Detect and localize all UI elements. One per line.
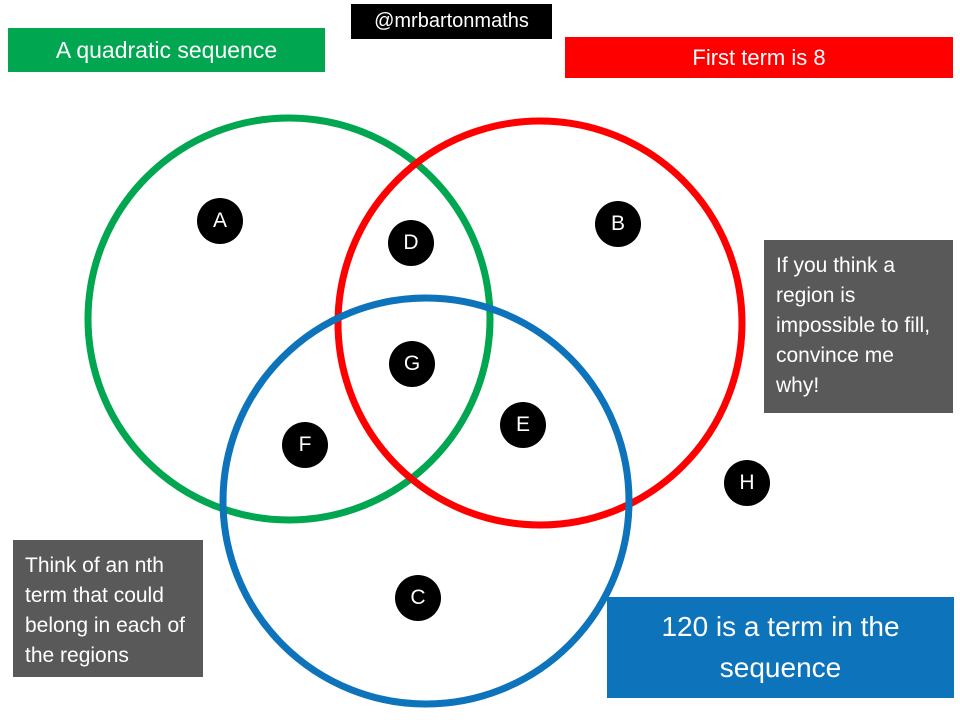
region-marker-c: C bbox=[395, 575, 441, 621]
region-marker-g: G bbox=[389, 341, 435, 387]
author-handle-text: @mrbartonmaths bbox=[374, 10, 529, 32]
nth-term-note: Think of an nth term that could belong i… bbox=[13, 540, 203, 677]
region-label-c: C bbox=[410, 586, 426, 609]
author-handle: @mrbartonmaths bbox=[351, 4, 552, 39]
region-label-a: A bbox=[212, 209, 227, 232]
region-marker-f: F bbox=[282, 422, 328, 468]
set-label-red: First term is 8 bbox=[565, 37, 953, 78]
set-label-blue: 120 is a term in the sequence bbox=[607, 597, 954, 698]
region-marker-d: D bbox=[388, 220, 434, 266]
region-label-d: D bbox=[403, 231, 419, 254]
region-label-h: H bbox=[739, 471, 755, 494]
venn-circle-red bbox=[334, 117, 746, 529]
region-marker-h: H bbox=[724, 460, 770, 506]
venn-circle-green bbox=[84, 114, 494, 524]
region-label-g: G bbox=[403, 352, 421, 375]
region-label-b: B bbox=[610, 212, 625, 235]
impossible-region-note-text: If you think a region is impossible to f… bbox=[776, 254, 931, 398]
set-label-red-text: First term is 8 bbox=[692, 44, 826, 70]
impossible-region-note: If you think a region is impossible to f… bbox=[764, 240, 953, 413]
region-marker-b: B bbox=[595, 201, 641, 247]
set-label-blue-text: 120 is a term in the sequence bbox=[661, 610, 900, 683]
nth-term-note-text: Think of an nth term that could belong i… bbox=[25, 554, 185, 668]
venn-circle-blue bbox=[219, 294, 633, 708]
region-label-f: F bbox=[298, 433, 312, 456]
set-label-green-text: A quadratic sequence bbox=[55, 36, 278, 63]
region-label-e: E bbox=[515, 413, 530, 436]
set-label-green: A quadratic sequence bbox=[8, 28, 325, 72]
region-marker-e: E bbox=[500, 402, 546, 448]
region-marker-a: A bbox=[197, 198, 243, 244]
